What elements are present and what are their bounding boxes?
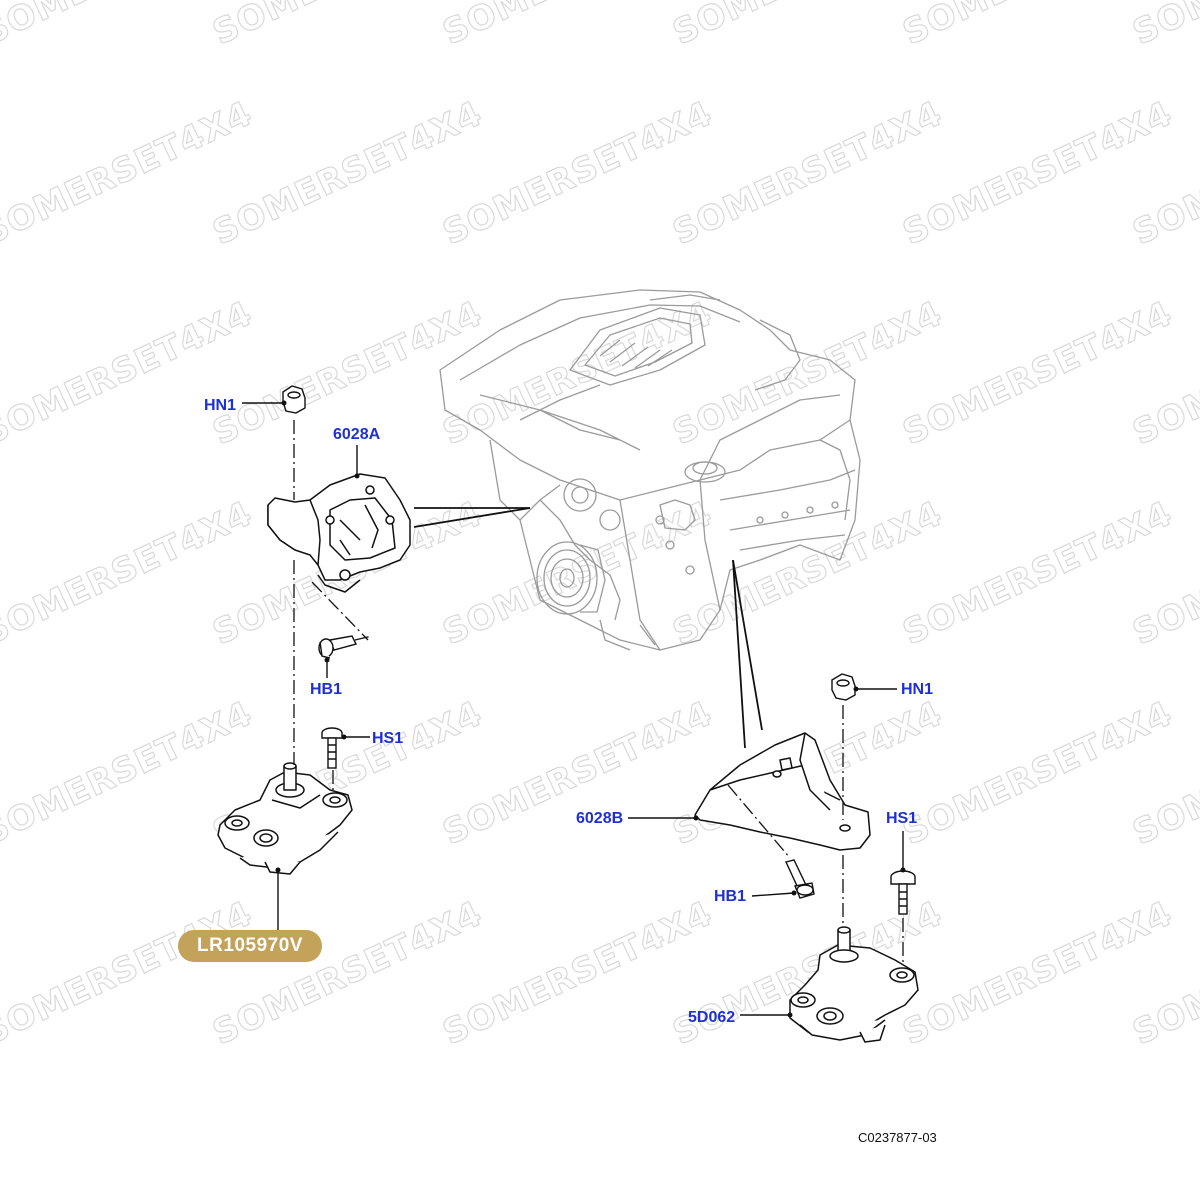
bracket-6028a — [267, 473, 411, 593]
assembly-lines-right — [727, 705, 904, 965]
callout-hs1-right: HS1 — [886, 810, 918, 827]
callout-leaders — [242, 402, 904, 1016]
bracket-6028b — [694, 732, 871, 851]
hb1-bolt-right — [785, 859, 815, 899]
engine-illustration — [439, 289, 861, 651]
callout-hn1-right: HN1 — [901, 681, 934, 698]
engine-mount-left — [217, 762, 353, 875]
callout-hb1-left: HB1 — [310, 681, 343, 698]
hb1-bolt-left — [318, 635, 358, 659]
callout-5d062: 5D062 — [688, 1009, 736, 1026]
callout-dots — [275, 400, 906, 1018]
engine-leader-lines — [413, 507, 763, 749]
callout-hs1-left: HS1 — [372, 730, 404, 747]
callout-6028b: 6028B — [576, 810, 624, 827]
callout-hn1-left: HN1 — [204, 397, 237, 414]
diagram-reference-code: C0237877-03 — [858, 1130, 937, 1145]
engine-mount-right — [789, 926, 919, 1043]
callout-6028a: 6028A — [333, 426, 381, 443]
hs1-stud-left — [321, 727, 343, 769]
part-number-badge[interactable]: LR105970V — [178, 930, 322, 962]
watermark-text: SOMERSET4X4 — [1127, 0, 1200, 53]
assembly-lines-left — [293, 420, 373, 792]
watermark-layer: SOMERSET4X4SOMERSET4X4SOMERSET4X4SOMERSE… — [0, 0, 1200, 1054]
hn1-nut-right — [831, 673, 856, 701]
callout-hb1-right: HB1 — [714, 888, 747, 905]
hn1-nut-left — [282, 385, 306, 414]
